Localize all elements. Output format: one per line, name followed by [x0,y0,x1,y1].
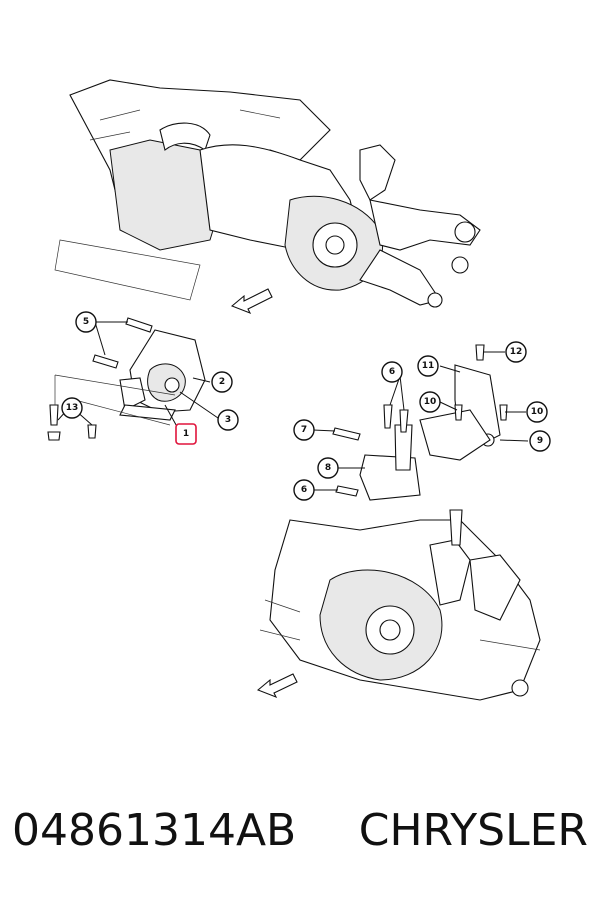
callout-2[interactable]: 2 [211,371,233,393]
svg-text:6: 6 [389,367,395,377]
callout-7[interactable]: 7 [293,419,315,441]
callout-10-left[interactable]: 10 [419,391,441,413]
callout-6-bottom[interactable]: 6 [293,479,315,501]
svg-text:11: 11 [422,361,435,371]
svg-text:13: 13 [66,403,79,413]
left-mount-assembly [47,317,206,441]
callout-5[interactable]: 5 [75,311,97,333]
svg-text:10: 10 [424,397,437,407]
callout-12[interactable]: 12 [505,341,527,363]
svg-text:9: 9 [537,436,543,446]
parts-diagram: 1 2 3 5 13 6 7 8 6 11 12 10 10 9 [47,79,551,701]
svg-text:1: 1 [183,429,189,439]
svg-text:10: 10 [531,407,544,417]
fwd-arrow-top [230,288,273,315]
callout-8[interactable]: 8 [317,457,339,479]
svg-text:7: 7 [301,425,307,435]
caption-bar: 04861314AB CHRYSLER [0,790,600,870]
fwd-arrow-bottom [256,673,298,699]
lower-engine-assembly [256,344,541,701]
callout-13[interactable]: 13 [61,397,83,419]
upper-engine-assembly [54,79,481,315]
svg-text:8: 8 [325,463,331,473]
svg-text:3: 3 [225,415,231,425]
callout-10-right[interactable]: 10 [526,401,548,423]
callout-6-top[interactable]: 6 [381,361,403,383]
part-number: 04861314AB [12,804,297,856]
callout-1[interactable]: 1 [175,423,197,445]
callout-11[interactable]: 11 [417,355,439,377]
brand-name: CHRYSLER [358,804,588,856]
callout-9[interactable]: 9 [529,430,551,452]
svg-text:12: 12 [510,347,523,357]
callout-3[interactable]: 3 [217,409,239,431]
svg-text:2: 2 [219,377,225,387]
svg-text:5: 5 [83,317,89,327]
svg-text:6: 6 [301,485,307,495]
